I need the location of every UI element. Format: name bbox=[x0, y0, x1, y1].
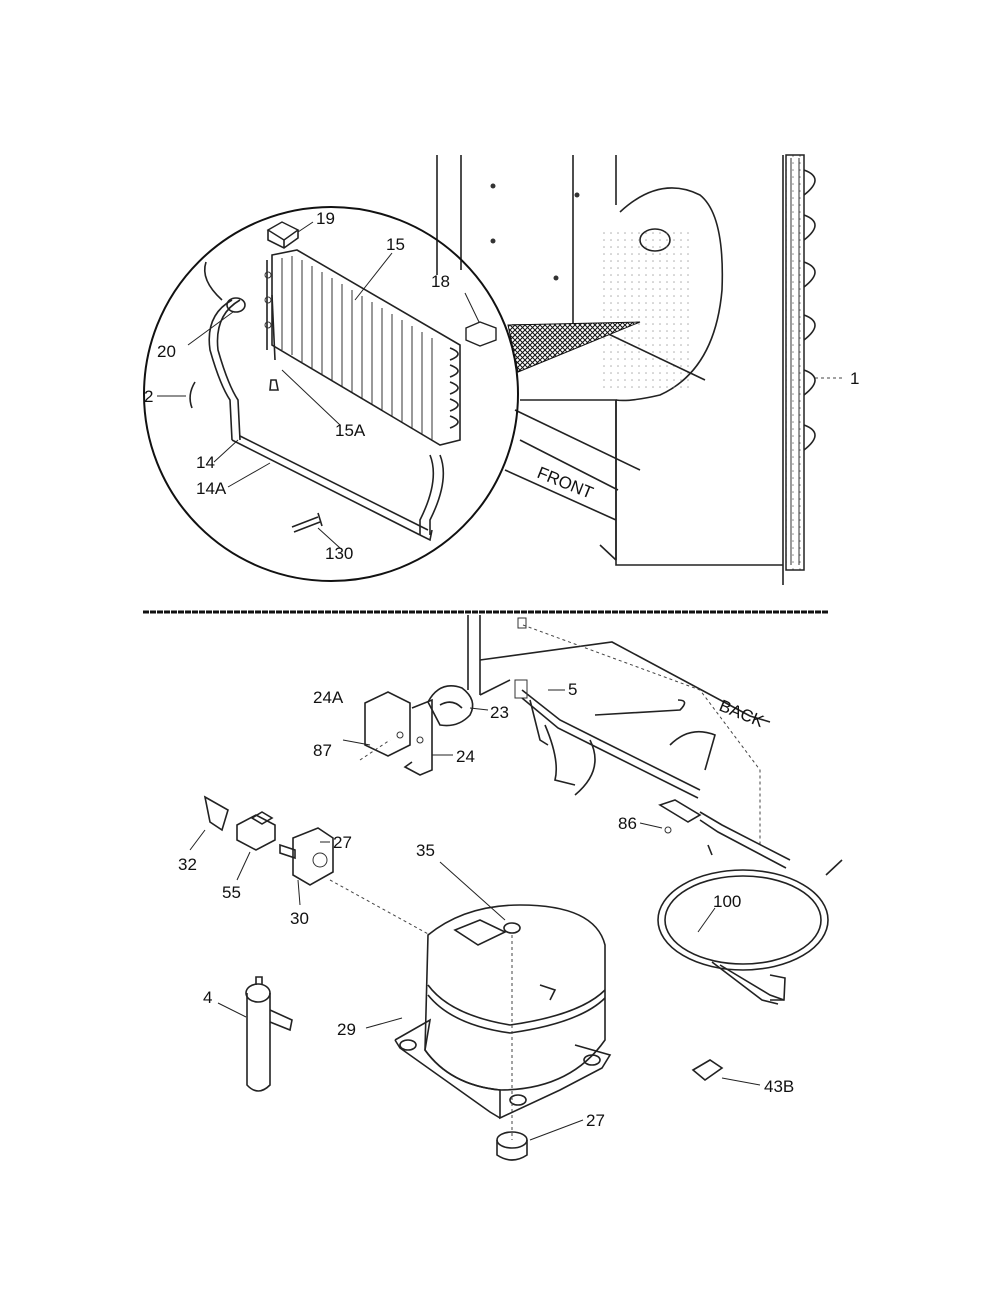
callout-18: 18 bbox=[431, 272, 450, 291]
callout-29: 29 bbox=[337, 1020, 356, 1039]
part-32-shape bbox=[203, 795, 229, 832]
part-29-compressor bbox=[329, 879, 612, 1140]
callout-55: 55 bbox=[222, 883, 241, 902]
callout-32: 32 bbox=[178, 855, 197, 874]
part-27-grommet bbox=[496, 1131, 528, 1161]
callout-27-top: 27 bbox=[333, 833, 352, 852]
back-label: BACK bbox=[717, 696, 768, 731]
evaporator-fins bbox=[264, 249, 461, 446]
callout-87: 87 bbox=[313, 741, 332, 760]
part-5-harness bbox=[514, 679, 716, 799]
cabinet-drawing bbox=[436, 154, 816, 585]
callout-19: 19 bbox=[316, 209, 335, 228]
top-callouts: 19 15 18 20 2 15A 14 14A 130 1 FRONT bbox=[144, 209, 859, 563]
callout-14a: 14A bbox=[196, 479, 227, 498]
part-100-power-cord bbox=[657, 859, 843, 1005]
callout-2: 2 bbox=[144, 387, 153, 406]
callout-86: 86 bbox=[618, 814, 637, 833]
bottom-callouts: 24A 23 5 87 24 BACK 86 32 27 35 55 30 10… bbox=[178, 680, 794, 1141]
callout-130: 130 bbox=[325, 544, 353, 563]
callout-30: 30 bbox=[290, 909, 309, 928]
part-24a-plate bbox=[364, 691, 411, 757]
callout-43b: 43B bbox=[764, 1077, 794, 1096]
callout-4: 4 bbox=[203, 988, 212, 1007]
part-55-relay bbox=[236, 811, 276, 851]
part-23-cover bbox=[427, 685, 474, 727]
callout-15: 15 bbox=[386, 235, 405, 254]
callout-15a: 15A bbox=[335, 421, 366, 440]
callout-14: 14 bbox=[196, 453, 215, 472]
callout-23: 23 bbox=[490, 703, 509, 722]
callout-5: 5 bbox=[568, 680, 577, 699]
evaporator-detail-circle bbox=[143, 206, 519, 582]
callout-24a: 24A bbox=[313, 688, 344, 707]
callout-1: 1 bbox=[850, 369, 859, 388]
part-27-overload bbox=[279, 827, 334, 886]
callout-24: 24 bbox=[456, 747, 475, 766]
machine-compartment bbox=[467, 615, 771, 845]
part-24-bracket bbox=[359, 698, 433, 776]
callout-20: 20 bbox=[157, 342, 176, 361]
callout-100: 100 bbox=[713, 892, 741, 911]
part-4-cylinder bbox=[245, 976, 293, 1092]
part-43b-clip bbox=[691, 1059, 724, 1082]
callout-35: 35 bbox=[416, 841, 435, 860]
part-86-cord-grip bbox=[658, 799, 791, 869]
callout-27-bottom: 27 bbox=[586, 1111, 605, 1130]
condenser-coil bbox=[785, 154, 816, 571]
